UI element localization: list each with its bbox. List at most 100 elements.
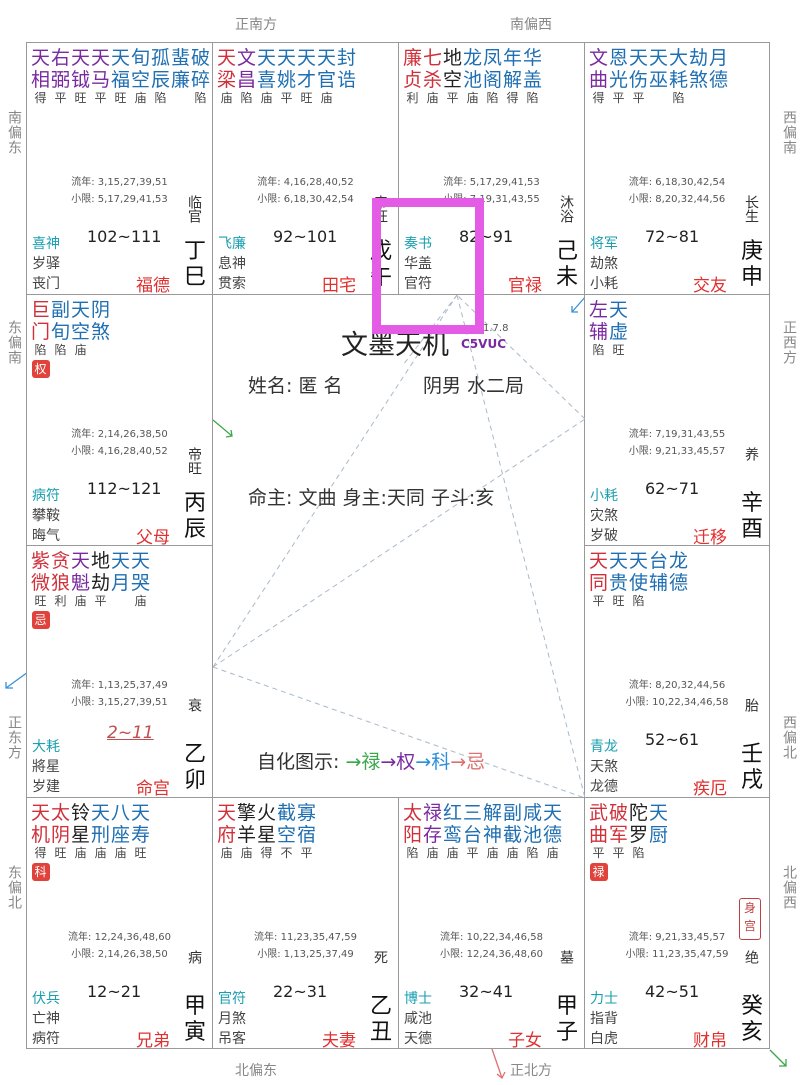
- star[interactable]: 天伤平: [629, 47, 648, 106]
- star[interactable]: 天梁庙: [217, 47, 236, 106]
- star[interactable]: 大耗陷: [669, 47, 688, 106]
- palace-zi[interactable]: 太阳陷禄存庙红鸾庙三台平解神庙副截庙咸池陷天德庙流年: 10,22,34,46,…: [398, 797, 585, 1049]
- star[interactable]: 蜚廉: [171, 47, 190, 106]
- star[interactable]: 文昌陷: [237, 47, 256, 106]
- star[interactable]: 凤阁陷: [483, 47, 502, 106]
- star-char-2: 池: [523, 824, 543, 846]
- star[interactable]: 阴煞: [91, 299, 110, 378]
- star[interactable]: 火星得: [257, 802, 276, 861]
- star[interactable]: 地劫平: [91, 550, 110, 629]
- star[interactable]: 龙池庙: [463, 47, 482, 106]
- star[interactable]: 月德: [709, 47, 728, 106]
- star[interactable]: 地空平: [443, 47, 462, 106]
- star[interactable]: 天厨: [649, 802, 668, 881]
- star[interactable]: 天使陷: [629, 550, 648, 609]
- star[interactable]: 破碎陷: [191, 47, 210, 106]
- palace-name[interactable]: 疾厄: [693, 779, 727, 798]
- star[interactable]: 封诰: [337, 47, 356, 106]
- palace-name[interactable]: 官禄: [508, 276, 542, 295]
- palace-name[interactable]: 夫妻: [322, 1031, 356, 1049]
- jiang-qian-god: 华盖: [404, 256, 432, 272]
- star[interactable]: 破军平: [609, 802, 628, 881]
- star[interactable]: 天官庙: [317, 47, 336, 106]
- star[interactable]: 紫微旺忌: [31, 550, 50, 629]
- star[interactable]: 文曲得: [589, 47, 608, 106]
- star[interactable]: 天虚旺: [609, 299, 628, 358]
- star[interactable]: 天月: [111, 550, 130, 629]
- star[interactable]: 铃星庙: [71, 802, 90, 881]
- star[interactable]: 孤辰陷: [151, 47, 170, 106]
- star[interactable]: 太阴旺: [51, 802, 70, 881]
- star[interactable]: 天府庙: [217, 802, 236, 861]
- star[interactable]: 武曲平禄: [589, 802, 608, 881]
- star[interactable]: 天寿旺: [131, 802, 150, 881]
- palace-name[interactable]: 财帛: [693, 1031, 727, 1049]
- star[interactable]: 天马平: [91, 47, 110, 106]
- palace-name[interactable]: 子女: [508, 1031, 542, 1049]
- star[interactable]: 天魁庙: [71, 550, 90, 629]
- star[interactable]: 左辅陷: [589, 299, 608, 358]
- star[interactable]: 截空不: [277, 802, 296, 861]
- star[interactable]: 华盖陷: [523, 47, 542, 106]
- star[interactable]: 副旬陷: [51, 299, 70, 378]
- star[interactable]: 天姚平: [277, 47, 296, 106]
- star[interactable]: 天福旺: [111, 47, 130, 106]
- palace-name[interactable]: 交友: [693, 276, 727, 295]
- palace-name[interactable]: 福德: [136, 276, 170, 295]
- palace-name[interactable]: 兄弟: [136, 1031, 170, 1049]
- star[interactable]: 天同平: [589, 550, 608, 609]
- star[interactable]: 陀罗陷: [629, 802, 648, 881]
- star[interactable]: 咸池陷: [523, 802, 542, 861]
- star[interactable]: 廉贞利: [403, 47, 422, 106]
- star[interactable]: 恩光平: [609, 47, 628, 106]
- palace-name[interactable]: 田宅: [322, 276, 356, 295]
- star[interactable]: 天贵旺: [609, 550, 628, 609]
- star[interactable]: 年解得: [503, 47, 522, 106]
- star[interactable]: 太阳陷: [403, 802, 422, 861]
- star-char-1: 天: [217, 47, 237, 69]
- star[interactable]: 副截庙: [503, 802, 522, 861]
- star[interactable]: 解神庙: [483, 802, 502, 861]
- palace-name[interactable]: 命宫: [136, 779, 170, 798]
- star-brightness: 旺: [300, 91, 313, 105]
- star[interactable]: 八座庙: [111, 802, 130, 881]
- star[interactable]: 天机得科: [31, 802, 50, 881]
- star[interactable]: 擎羊庙: [237, 802, 256, 861]
- star[interactable]: 禄存庙: [423, 802, 442, 861]
- star[interactable]: 红鸾庙: [443, 802, 462, 861]
- star[interactable]: 天相得: [31, 47, 50, 106]
- da-xian-range: 82~91: [459, 227, 514, 246]
- star[interactable]: 巨门陷权: [31, 299, 50, 378]
- star[interactable]: 三台平: [463, 802, 482, 861]
- star[interactable]: 七杀庙: [423, 47, 442, 106]
- star[interactable]: 台辅: [649, 550, 668, 609]
- star[interactable]: 天空庙: [71, 299, 90, 378]
- star[interactable]: 天哭庙: [131, 550, 150, 629]
- star[interactable]: 龙德: [669, 550, 688, 609]
- star[interactable]: 劫煞: [689, 47, 708, 106]
- star[interactable]: 天巫: [649, 47, 668, 106]
- star[interactable]: 旬空庙: [131, 47, 150, 106]
- star[interactable]: 天才旺: [297, 47, 316, 106]
- palace-si[interactable]: 天相得右弼平天钺旺天马平天福旺旬空庙孤辰陷蜚廉破碎陷流年: 3,15,27,39…: [26, 42, 213, 295]
- star[interactable]: 右弼平: [51, 47, 70, 106]
- star[interactable]: 贪狼利: [51, 550, 70, 629]
- palace-name[interactable]: 父母: [136, 528, 170, 546]
- star[interactable]: 寡宿平: [297, 802, 316, 861]
- star[interactable]: 天刑庙: [91, 802, 110, 881]
- palace-name[interactable]: 迁移: [693, 528, 727, 546]
- star[interactable]: 天喜庙: [257, 47, 276, 106]
- star[interactable]: 天德庙: [543, 802, 562, 861]
- xiaoxian: 小限: 5,17,29,41,53: [71, 194, 168, 205]
- star[interactable]: 天钺旺: [71, 47, 90, 106]
